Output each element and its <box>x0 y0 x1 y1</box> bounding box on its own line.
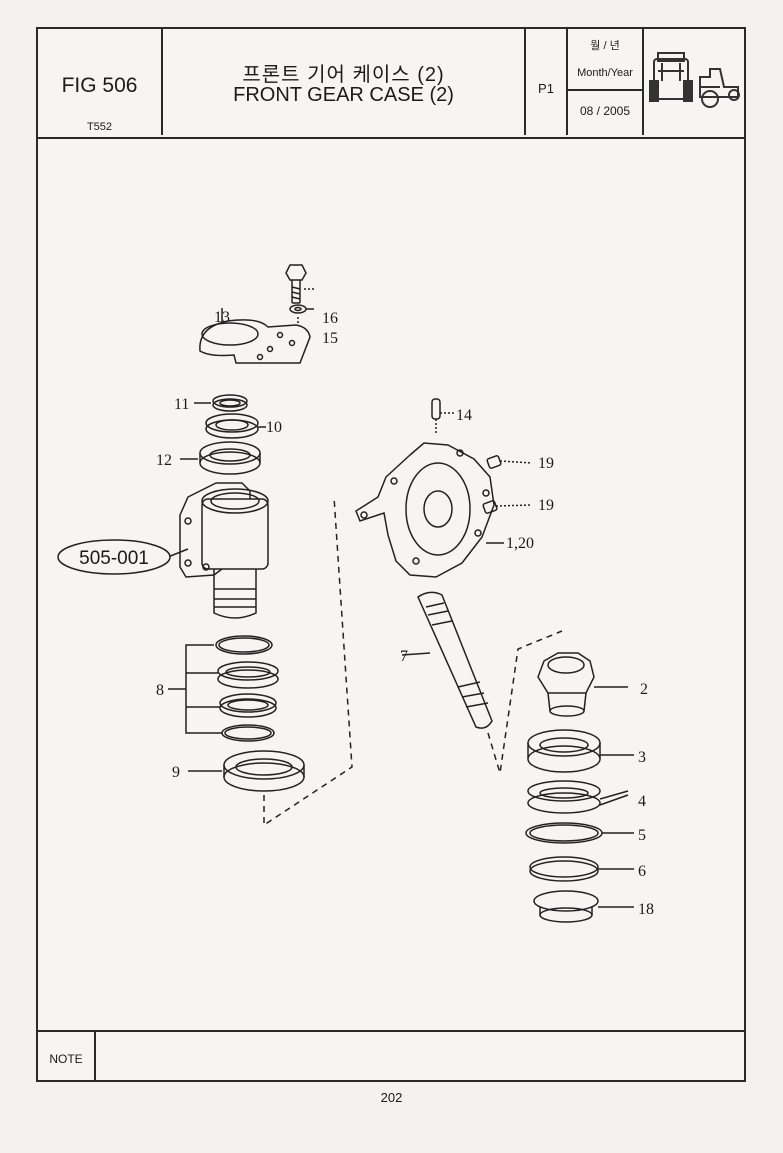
page-frame: FIG 506 T552 프론트 기어 케이스 (2) FRONT GEAR C… <box>36 27 746 1082</box>
callout-19-lower: 19 <box>538 497 554 514</box>
fig-cell: FIG 506 T552 <box>38 29 163 135</box>
pin-part-14 <box>431 398 454 435</box>
oil-seal-part-10 <box>205 413 266 439</box>
bolt-part-16 <box>285 264 314 304</box>
seal-part-11 <box>194 394 248 412</box>
cover-plate-part-13 <box>199 308 311 364</box>
title-cell: 프론트 기어 케이스 (2) FRONT GEAR CASE (2) <box>163 29 526 135</box>
callout-4: 4 <box>638 793 646 810</box>
bearing-part-12 <box>180 441 261 475</box>
logo-cell <box>644 29 744 135</box>
plug-part-19-lower <box>482 500 533 514</box>
note-label-cell: NOTE <box>38 1032 96 1082</box>
callout-6: 6 <box>638 863 646 880</box>
title-block: FIG 506 T552 프론트 기어 케이스 (2) FRONT GEAR C… <box>38 29 744 139</box>
title-korean: 프론트 기어 케이스 (2) <box>242 64 445 86</box>
callout-14: 14 <box>456 407 472 424</box>
date-header: 월 / 년 Month/Year <box>568 29 642 91</box>
callout-7: 7 <box>400 648 408 665</box>
callout-19-upper: 19 <box>538 455 554 472</box>
shaft-part-7 <box>401 591 563 774</box>
date-label-english: Month/Year <box>577 67 633 79</box>
tractor-icon <box>649 52 740 108</box>
callout-16: 16 <box>322 310 338 327</box>
callout-12: 12 <box>156 452 172 469</box>
callout-1-20: 1,20 <box>506 535 534 552</box>
callout-3: 3 <box>638 749 646 766</box>
callout-13: 13 <box>214 309 230 326</box>
ring-part-6 <box>529 856 634 882</box>
callout-11: 11 <box>174 396 189 413</box>
date-value: 08 / 2005 <box>579 104 631 118</box>
subassembly-reference: 505-001 <box>57 539 171 575</box>
model-code: T552 <box>86 121 113 133</box>
seal-set-part-8 <box>168 635 279 742</box>
page-tag: P1 <box>538 81 554 96</box>
gear-case-part-1-20 <box>355 442 504 578</box>
callout-2: 2 <box>640 681 648 698</box>
callout-8: 8 <box>156 682 164 699</box>
date-cell: 월 / 년 Month/Year 08 / 2005 <box>568 29 644 135</box>
collar-part-18 <box>533 890 634 923</box>
fig-number: FIG 506 <box>61 74 138 97</box>
callout-18: 18 <box>638 901 654 918</box>
subassembly-ref-label: 505-001 <box>79 548 149 569</box>
bearing-part-3 <box>527 729 634 773</box>
page-tag-cell: P1 <box>526 29 568 135</box>
snap-ring-part-5 <box>525 822 634 844</box>
seal-part-4 <box>527 780 629 814</box>
pinion-part-2 <box>537 652 628 717</box>
bearing-part-9 <box>188 750 305 792</box>
plug-part-19-upper <box>486 455 533 469</box>
callout-9: 9 <box>172 764 180 781</box>
callout-15: 15 <box>322 330 338 347</box>
page-number: 202 <box>380 1090 403 1105</box>
exploded-parts-diagram: 505-001 13 16 15 11 10 12 14 19 19 1,20 … <box>57 264 654 923</box>
date-label-korean: 월 / 년 <box>590 40 620 52</box>
housing-505-001 <box>167 482 269 619</box>
title-english: FRONT GEAR CASE (2) <box>233 84 454 106</box>
callout-5: 5 <box>638 827 646 844</box>
callout-10: 10 <box>266 419 282 436</box>
note-section: NOTE <box>38 1030 744 1082</box>
note-label: NOTE <box>49 1052 83 1066</box>
washer-part-15 <box>289 304 314 329</box>
